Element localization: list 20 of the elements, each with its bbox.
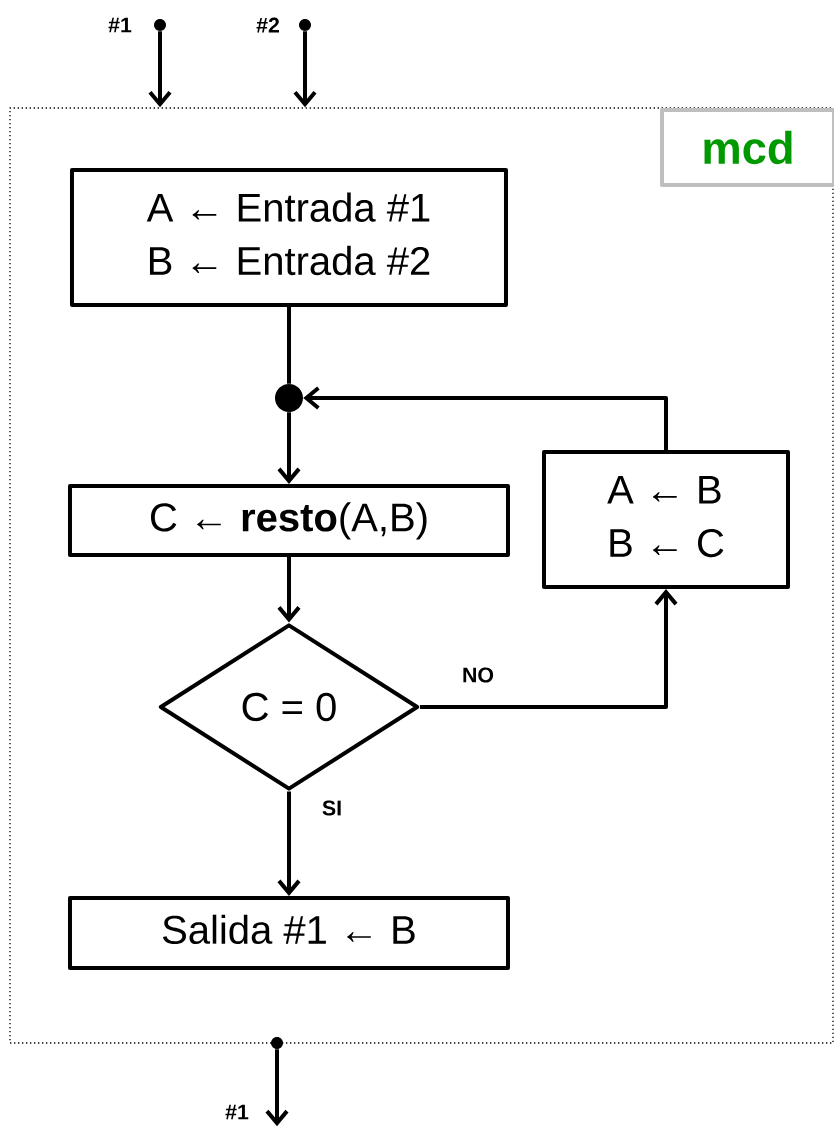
port-label: #2 [256,17,279,33]
edge-label: SI [322,800,341,816]
arrow [277,791,301,896]
process-box: A ← Entrada #1 B ← Entrada #2 [70,168,508,307]
arrow [277,557,301,623]
arrow [420,589,678,709]
edge-label: NO [463,667,494,683]
process-box: Salida #1 ← B [68,896,510,970]
dotted-frame [9,107,834,1044]
process-box: A ← B B ← C [542,450,790,589]
arrow [277,412,301,484]
arrow [148,31,172,108]
arrow [265,1049,289,1127]
process-box: C ← resto(A,B) [68,484,510,557]
title-tab: mcd [660,108,834,187]
port-label: #1 [108,17,132,33]
junction-dot [275,384,303,412]
arrow [303,386,668,450]
arrow [293,31,317,108]
port-label: #1 [225,1104,249,1120]
